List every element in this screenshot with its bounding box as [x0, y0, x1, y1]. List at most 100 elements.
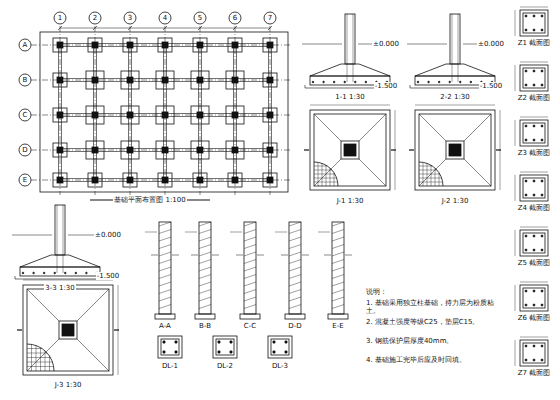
pad-footing: [226, 71, 244, 89]
rebar-dot: [541, 180, 543, 182]
drawing-label: -1.500: [374, 82, 399, 90]
section-title: Z1 截面图: [517, 39, 551, 47]
axis-line: [60, 26, 61, 195]
leader-line: [145, 232, 157, 233]
axis-line: [200, 26, 201, 195]
hatch: [199, 237, 211, 241]
rebar-mesh: [419, 170, 437, 171]
rebar-dot: [525, 180, 527, 182]
stirrup: [523, 233, 545, 253]
rebar-mesh: [419, 174, 440, 175]
axis-line: [31, 180, 292, 181]
rebar-dot: [64, 272, 66, 274]
column: [57, 147, 63, 153]
wall-section: [332, 222, 344, 314]
column: [267, 177, 273, 183]
pad-footing: [263, 108, 277, 122]
hatch: [289, 275, 301, 279]
dimension-line: [515, 175, 516, 201]
rebar-detail-arc: [419, 162, 443, 186]
column: [57, 77, 63, 83]
rebar-mesh: [439, 173, 440, 186]
column: [127, 177, 133, 183]
wall-section: [244, 222, 256, 314]
drawing-label: 3-3 1:30: [44, 284, 75, 292]
ground-line: [407, 44, 447, 45]
ground-line: [257, 255, 264, 256]
drawing-label: 基础平面布置图 1:100: [113, 196, 186, 204]
column: [127, 42, 133, 48]
footing-outline: [310, 110, 390, 190]
pad-footing: [193, 38, 207, 52]
hatch: [199, 230, 211, 234]
rebar-dot: [533, 70, 535, 72]
rebar-dot: [525, 125, 527, 127]
pad-footing: [53, 143, 67, 157]
hatch: [244, 290, 256, 294]
rebar-dot: [533, 15, 535, 17]
pad-footing: [156, 71, 174, 89]
beam-section: [268, 336, 292, 358]
rebar-dot: [533, 125, 535, 127]
column: [92, 177, 98, 183]
drawing-label: J-3 1:30: [54, 381, 83, 389]
hatch: [159, 305, 171, 309]
stirrup: [523, 288, 545, 308]
column-stub: [345, 14, 355, 64]
dimension-line: [520, 117, 548, 118]
section-title: Z3 截面图: [517, 149, 551, 157]
column: [197, 112, 203, 118]
rebar-mesh: [419, 166, 432, 167]
hatch: [199, 252, 211, 256]
leader-line: [318, 232, 330, 233]
pad-footing: [123, 173, 137, 187]
section-mark: [496, 149, 501, 150]
hatch: [159, 282, 171, 286]
column: [232, 42, 238, 48]
rebar: [347, 14, 348, 82]
slope-line: [77, 339, 109, 371]
stirrup: [523, 343, 545, 363]
rebar-dot: [285, 351, 287, 353]
dimension-tick: [58, 26, 62, 30]
axis-number: B: [22, 76, 29, 84]
ground-line: [302, 255, 309, 256]
axis-line: [31, 150, 292, 151]
section-title: Z7 截面图: [517, 369, 551, 377]
axis-bubble: [194, 12, 206, 24]
rebar-dot: [525, 345, 527, 347]
rebar-detail-arc: [314, 162, 338, 186]
ground-line: [212, 255, 219, 256]
rebar-dot: [163, 351, 165, 353]
hatch: [244, 237, 256, 241]
rebar-dot: [470, 81, 472, 83]
rebar-dot: [541, 249, 543, 251]
pad-footing: [86, 106, 104, 124]
slope-line: [314, 159, 341, 186]
pad-footing: [53, 38, 67, 52]
rebar-mesh: [330, 168, 331, 186]
hatch: [289, 267, 301, 271]
hatch: [244, 297, 256, 301]
ground-line: [172, 255, 179, 256]
strip-base: [240, 314, 260, 319]
column-section: [344, 144, 356, 156]
pad-footing: [53, 108, 67, 122]
rebar-detail-arc: [27, 344, 54, 371]
dimension-line: [520, 172, 548, 173]
hatch: [159, 290, 171, 294]
rebar-dot: [354, 81, 356, 83]
leader-line: [275, 232, 287, 233]
footing-inner: [419, 114, 491, 186]
blinding-layer: [305, 85, 306, 88]
drawing-label: DL-3: [271, 362, 289, 370]
rebar: [57, 205, 58, 273]
axis-line: [165, 26, 166, 195]
rebar-dot: [541, 290, 543, 292]
section-mark: [304, 149, 309, 150]
hatch: [244, 245, 256, 249]
rebar-dot: [312, 81, 314, 83]
hatch: [289, 252, 301, 256]
pad-footing: [263, 73, 277, 87]
hatch: [332, 290, 344, 294]
